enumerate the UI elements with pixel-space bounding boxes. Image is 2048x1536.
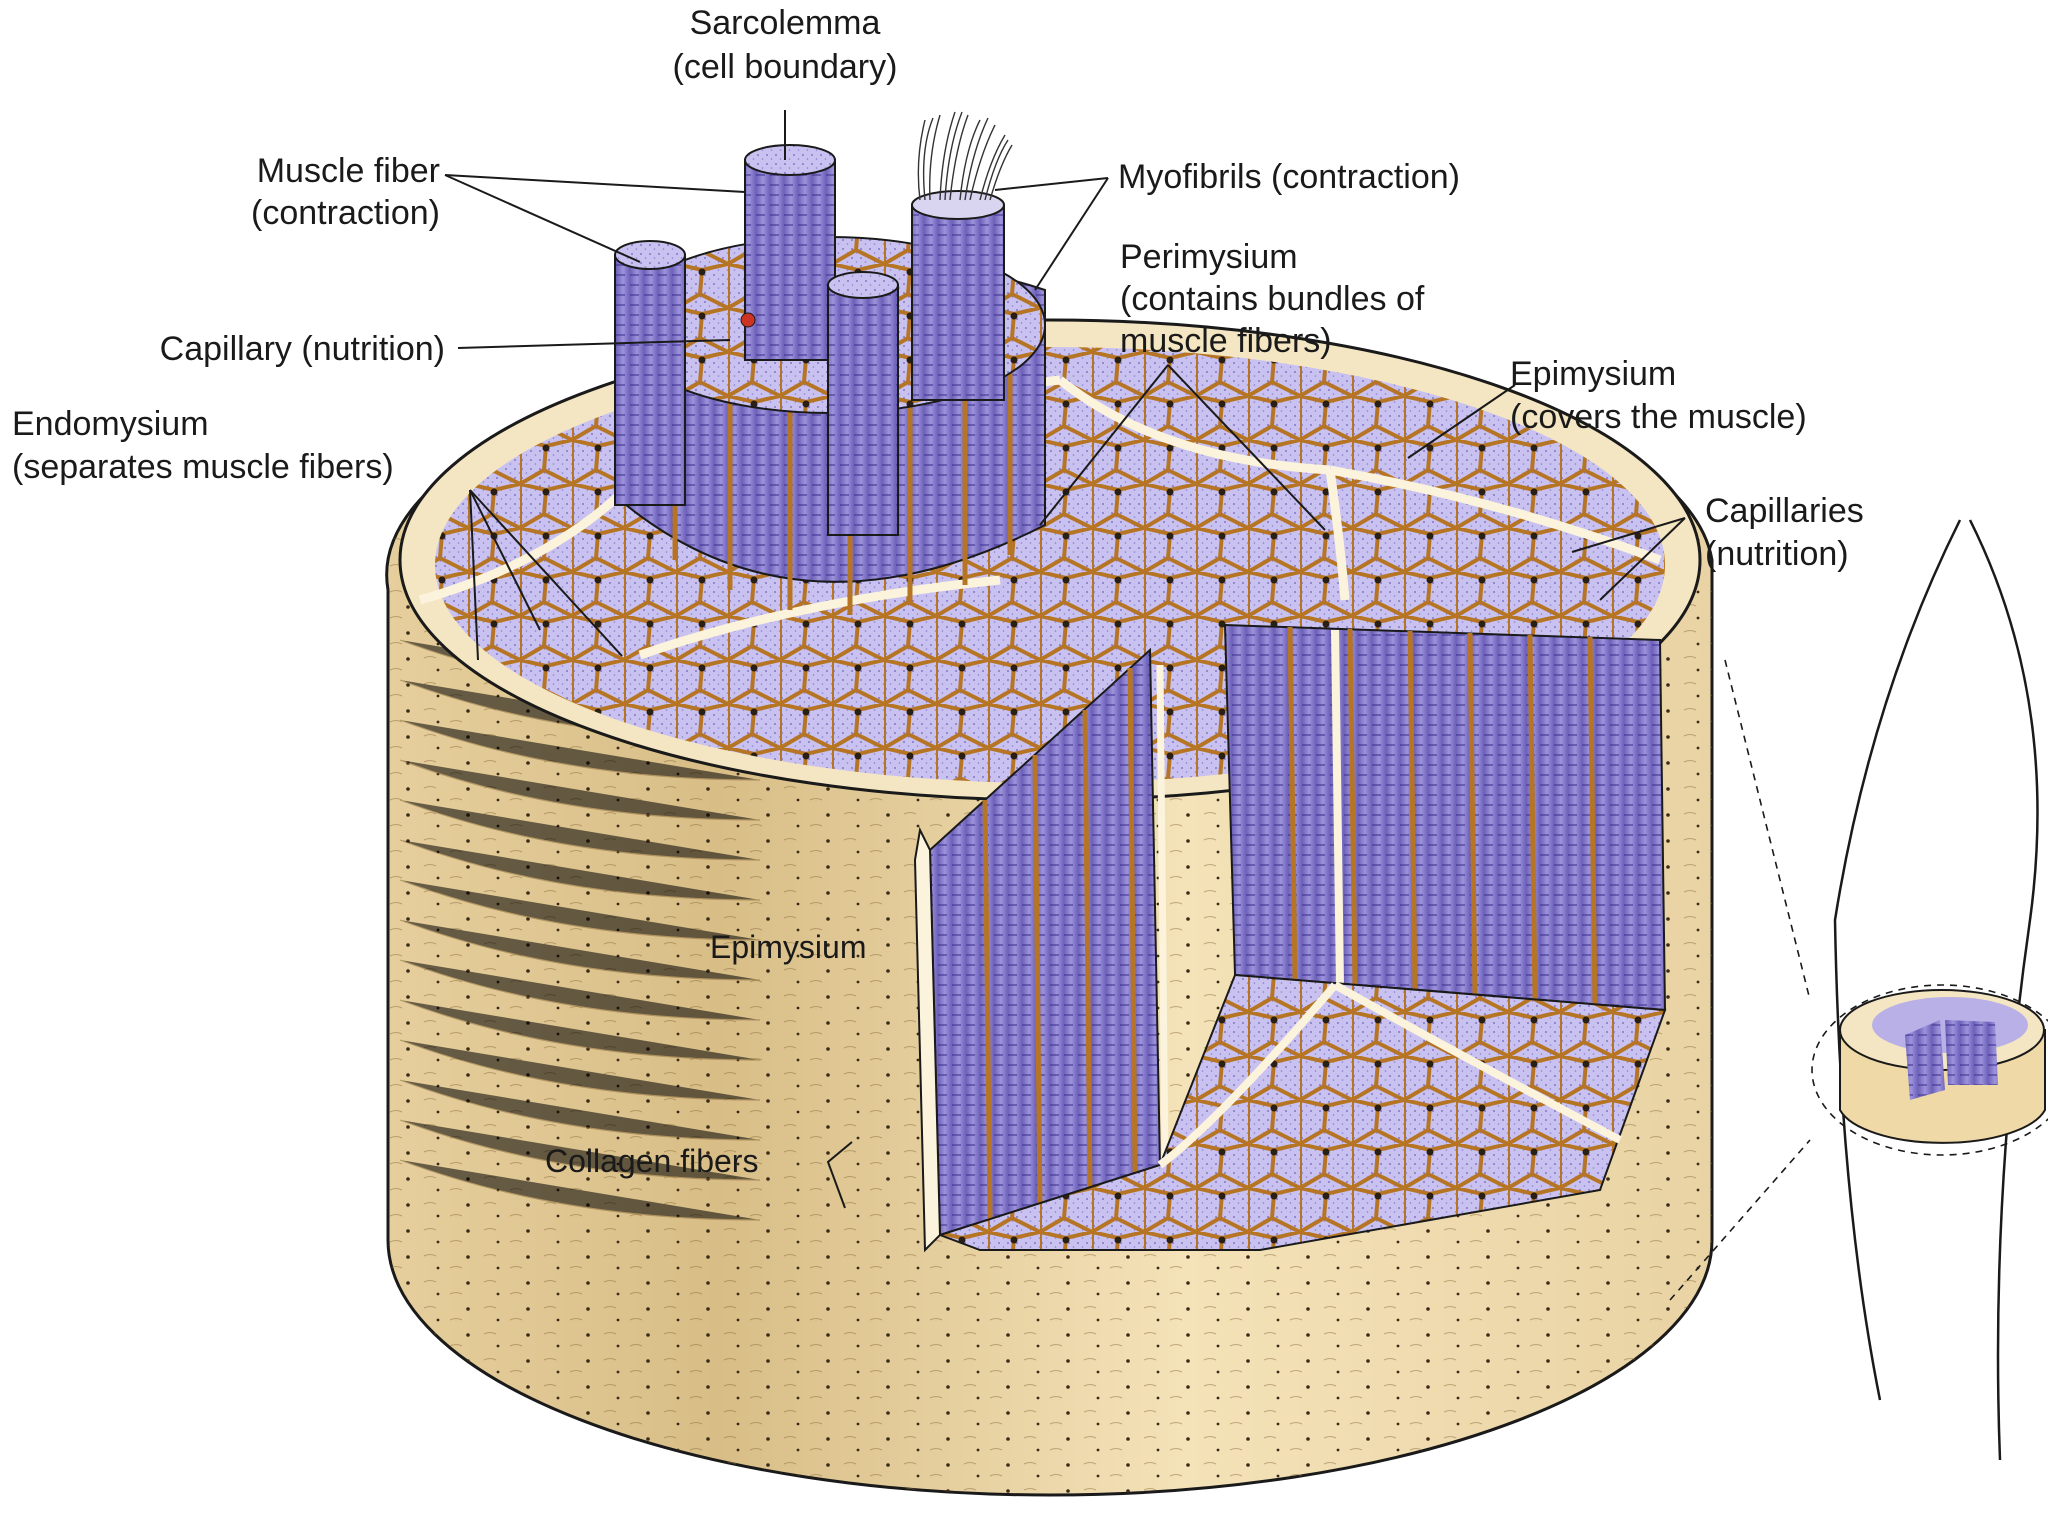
capillary-marker [740,312,756,328]
mini-muscle-section [1811,984,2048,1156]
svg-text:Muscle fiber: Muscle fiber [257,152,440,190]
label-epimysium-inner: Epimysium [710,929,866,965]
svg-text:Capillaries: Capillaries [1705,492,1864,530]
muscle-cylinder [385,318,1714,1497]
svg-text:Collagen fibers: Collagen fibers [545,1143,758,1179]
svg-text:(separates muscle fibers): (separates muscle fibers) [12,448,394,486]
muscle-fiber-column-3 [827,271,899,536]
label-muscle-fiber: Muscle fiber (contraction) [251,152,440,232]
svg-text:muscle fibers): muscle fibers) [1120,322,1332,360]
limb-outline-left [1833,519,1962,1401]
label-collagen-fibers: Collagen fibers [545,1143,758,1179]
zoom-dash-lower [1669,1139,1811,1301]
myofibril-strands [917,111,1013,201]
exposed-fascicle [913,623,1667,1253]
label-epimysium-top: Epimysium (covers the muscle) [1510,355,1807,436]
svg-text:Perimysium: Perimysium [1120,238,1298,276]
svg-text:(contains bundles of: (contains bundles of [1120,280,1425,318]
label-sarcolemma: Sarcolemma (cell boundary) [673,4,898,86]
svg-text:(contraction): (contraction) [251,194,440,232]
myofibril-column [911,111,1013,401]
muscle-fiber-column-2 [744,144,836,361]
svg-text:(covers the muscle): (covers the muscle) [1510,398,1807,436]
label-capillaries: Capillaries (nutrition) [1705,492,1864,573]
zoom-dash-upper [1724,659,1811,1001]
svg-text:Epimysium: Epimysium [1510,355,1676,393]
label-perimysium: Perimysium (contains bundles of muscle f… [1120,238,1425,360]
muscle-fiber-column-1 [614,240,686,506]
svg-text:Sarcolemma: Sarcolemma [690,4,881,42]
svg-text:Epimysium: Epimysium [710,929,866,965]
svg-text:(nutrition): (nutrition) [1705,535,1849,573]
label-endomysium: Endomysium (separates muscle fibers) [12,405,394,486]
label-myofibrils: Myofibrils (contraction) [1118,158,1460,196]
svg-text:Myofibrils (contraction): Myofibrils (contraction) [1118,158,1460,196]
svg-text:Capillary (nutrition): Capillary (nutrition) [160,330,445,368]
limb-inset [1669,519,2048,1461]
svg-text:(cell boundary): (cell boundary) [673,48,898,86]
leader-lines [444,110,1686,1209]
limb-outline-right [1968,519,2039,1461]
svg-text:Endomysium: Endomysium [12,405,209,443]
label-capillary: Capillary (nutrition) [160,330,445,368]
